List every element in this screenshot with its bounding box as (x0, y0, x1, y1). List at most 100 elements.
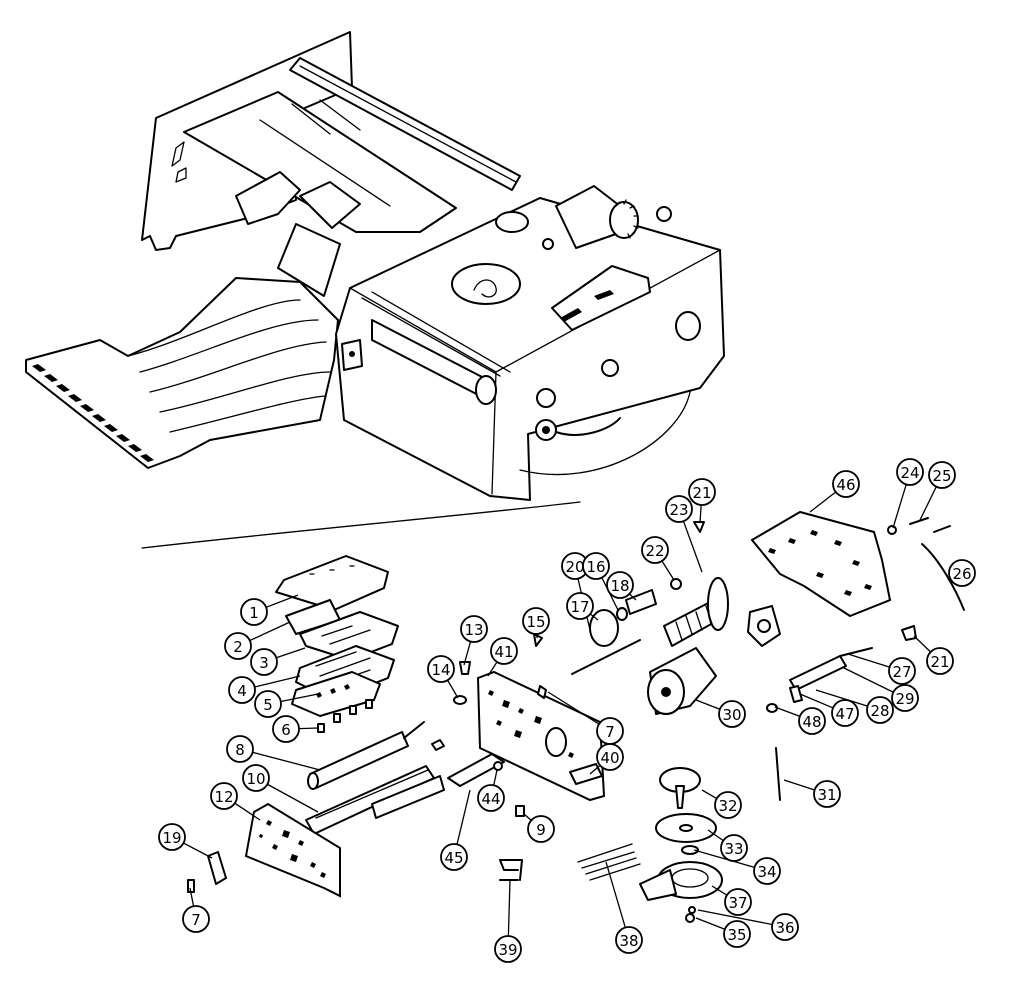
callout-circle (582, 552, 610, 580)
callout-number: 5 (263, 696, 273, 714)
callout-leader (847, 653, 890, 668)
callout-44: 44 (477, 769, 505, 812)
callout-32: 32 (701, 789, 742, 819)
callout-number: 35 (727, 926, 746, 944)
callout-circle (224, 632, 252, 660)
part-bracket-45 (447, 753, 505, 787)
callout-leader (774, 706, 801, 718)
callout-29: 29 (841, 666, 919, 712)
callout-5: 5 (254, 690, 319, 718)
callout-circle (615, 926, 643, 954)
callout-circle (477, 784, 505, 812)
callout-circle (494, 935, 522, 963)
callout-circle (460, 615, 488, 643)
callout-number: 39 (498, 941, 517, 959)
callout-leader (456, 789, 471, 845)
callout-circle (490, 637, 518, 665)
callout-leader (799, 693, 834, 709)
callout-leader (265, 594, 299, 608)
callout-number: 20 (565, 558, 584, 576)
ribbon-contacts (32, 364, 154, 462)
callout-leader (783, 779, 815, 791)
callout-number: 38 (619, 932, 638, 950)
part-screw-25a (909, 517, 929, 525)
callout-number: 28 (870, 702, 889, 720)
callout-leader (809, 491, 837, 513)
callout-leader (697, 909, 773, 926)
callout-10: 10 (242, 764, 319, 813)
part-plate-stack (275, 555, 399, 717)
spring-opening (451, 263, 521, 305)
callout-2: 2 (224, 621, 291, 660)
part-15 (533, 633, 543, 647)
callout-number: 30 (722, 706, 741, 724)
callout-circle (753, 857, 781, 885)
callout-14: 14 (427, 655, 459, 699)
part-nut-44 (493, 761, 503, 771)
callout-leader (661, 560, 675, 581)
callout-leader (280, 693, 319, 703)
callout-7: 7 (182, 887, 210, 933)
part-22 (670, 578, 682, 590)
callout-number: 23 (669, 501, 688, 519)
callout-number: 3 (259, 654, 269, 672)
callout-15: 15 (522, 607, 550, 639)
part-pulley-37 (639, 861, 723, 901)
callout-3: 3 (250, 647, 306, 676)
part-14 (453, 695, 467, 705)
callout-number: 18 (610, 577, 629, 595)
callout-46: 46 (809, 470, 860, 513)
callout-leader (463, 641, 472, 666)
callout-number: 22 (645, 542, 664, 560)
callout-circle (926, 647, 954, 675)
callout-21: 21 (913, 635, 954, 675)
callout-circle (427, 655, 455, 683)
callout-47: 47 (799, 693, 859, 727)
callout-leader (701, 789, 718, 800)
part-35 (685, 913, 695, 923)
callout-number: 24 (900, 464, 919, 482)
callout-circle (228, 676, 256, 704)
callout-leader (841, 666, 894, 693)
callout-leader (523, 813, 532, 821)
callout-number: 47 (835, 705, 854, 723)
part-link-29 (789, 655, 847, 691)
flex-cable (25, 277, 339, 469)
callout-circle (888, 657, 916, 685)
callout-circle (606, 571, 634, 599)
callout-34: 34 (693, 849, 781, 885)
callout-number: 8 (235, 741, 245, 759)
ground-line (141, 501, 581, 549)
part-24 (887, 525, 897, 535)
callout-circle (226, 735, 254, 763)
callout-circle (641, 536, 669, 564)
callout-circle (272, 715, 300, 743)
callout-leader (589, 613, 599, 621)
callout-21: 21 (688, 478, 716, 524)
part-connector-40 (569, 763, 603, 785)
callout-31: 31 (783, 779, 841, 808)
part-worm-gear-23 (663, 577, 729, 647)
part-pin-31 (775, 747, 781, 801)
callout-circle (832, 470, 860, 498)
part-clip-39 (499, 859, 523, 881)
callout-40: 40 (589, 743, 624, 775)
part-pcb-12 (244, 802, 341, 898)
callout-number: 44 (481, 790, 500, 808)
callout-number: 31 (817, 786, 836, 804)
callout-leader (695, 917, 726, 930)
callout-circle (440, 843, 468, 871)
callout-leader (693, 849, 755, 869)
callout-circle (714, 791, 742, 819)
callout-circle (928, 461, 956, 489)
callout-leader (815, 689, 868, 707)
callout-4: 4 (228, 675, 301, 704)
callout-circle (254, 690, 282, 718)
callout-number: 33 (724, 840, 743, 858)
part-13 (459, 661, 471, 675)
callout-number: 21 (930, 653, 949, 671)
callout-leader (695, 699, 721, 710)
callout-leader (507, 879, 511, 937)
part-spring-27 (839, 647, 873, 657)
callout-number: 7 (191, 911, 201, 929)
